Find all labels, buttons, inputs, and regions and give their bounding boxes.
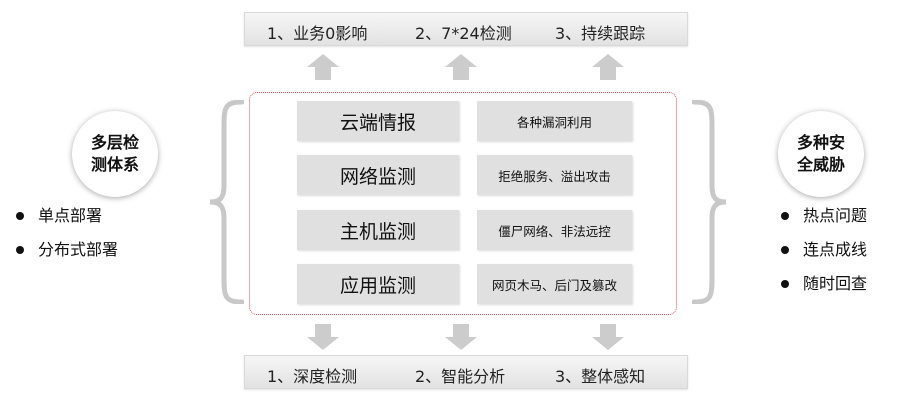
bullet-dot-icon xyxy=(16,246,24,254)
right-curly-brace-icon xyxy=(692,100,728,304)
left-bullet-list: 单点部署 分布式部署 xyxy=(16,199,118,267)
list-item: 分布式部署 xyxy=(16,233,118,267)
down-arrow-icon xyxy=(592,324,624,350)
bullet-dot-icon xyxy=(16,212,24,220)
bottom-item-1: 1、深度检测 xyxy=(267,367,358,386)
up-arrow-icon xyxy=(592,54,624,80)
top-item-1: 1、业务0影响 xyxy=(267,24,368,43)
list-item: 随时回查 xyxy=(781,267,867,301)
top-item-2: 2、7*24检测 xyxy=(415,24,512,43)
bullet-dot-icon xyxy=(781,280,789,288)
threat-dos-overflow: 拒绝服务、溢出攻击 xyxy=(477,155,632,195)
detection-frame xyxy=(249,92,677,315)
bottom-item-2: 2、智能分析 xyxy=(415,367,506,386)
detection-application: 应用监测 xyxy=(297,264,459,304)
right-circle-label: 多种安全威胁 xyxy=(796,133,845,174)
detection-host: 主机监测 xyxy=(297,210,459,250)
bullet-dot-icon xyxy=(781,246,789,254)
up-arrow-icon xyxy=(445,54,477,80)
down-arrow-icon xyxy=(307,324,339,350)
threat-botnet-remote: 僵尸网络、非法远控 xyxy=(477,210,632,250)
list-item: 单点部署 xyxy=(16,199,118,233)
bullet-dot-icon xyxy=(781,212,789,220)
list-item: 热点问题 xyxy=(781,199,867,233)
threat-webtrojan-backdoor: 网页木马、后门及篡改 xyxy=(477,264,632,304)
left-circle-badge: 多层检测体系 xyxy=(72,111,158,197)
down-arrow-icon xyxy=(445,324,477,350)
right-bullet-list: 热点问题 连点成线 随时回查 xyxy=(781,199,867,301)
threat-vuln-exploit: 各种漏洞利用 xyxy=(477,101,632,141)
left-curly-brace-icon xyxy=(208,100,244,304)
detection-network: 网络监测 xyxy=(297,155,459,195)
top-benefits-bar: 1、业务0影响 2、7*24检测 3、持续跟踪 xyxy=(244,12,688,46)
detection-cloud-intel: 云端情报 xyxy=(297,101,459,141)
right-circle-badge: 多种安全威胁 xyxy=(778,111,864,197)
left-circle-label: 多层检测体系 xyxy=(90,133,139,174)
list-item: 连点成线 xyxy=(781,233,867,267)
bottom-benefits-bar: 1、深度检测 2、智能分析 3、整体感知 xyxy=(244,355,688,389)
bottom-item-3: 3、整体感知 xyxy=(555,367,646,386)
up-arrow-icon xyxy=(307,54,339,80)
top-item-3: 3、持续跟踪 xyxy=(555,24,646,43)
